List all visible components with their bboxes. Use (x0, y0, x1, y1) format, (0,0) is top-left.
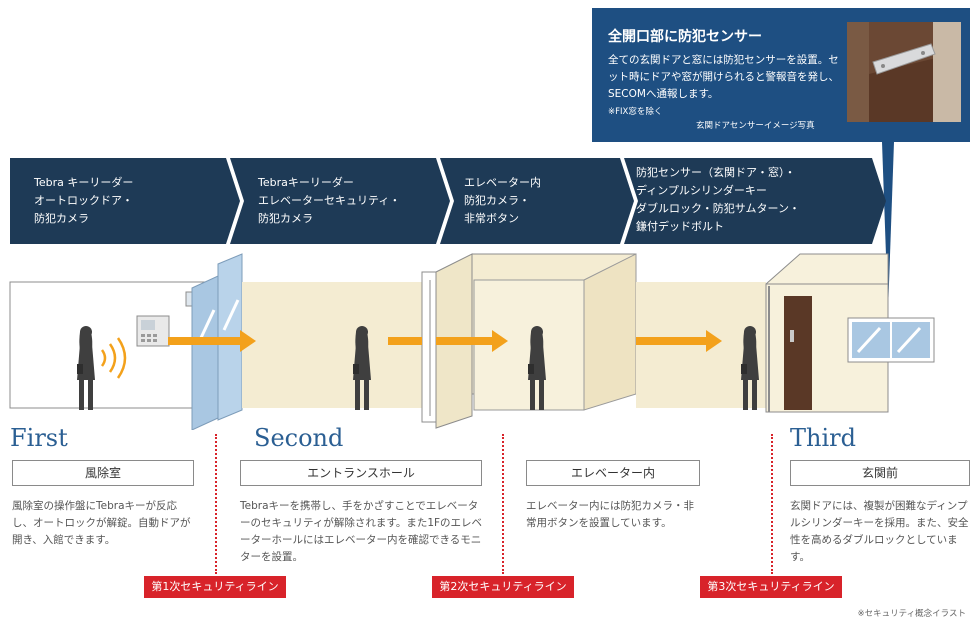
callout-pointer (882, 142, 894, 312)
door-sensor-callout: 全開口部に防犯センサー 全ての玄関ドアと窓には防犯センサーを設置。セット時にドア… (592, 8, 970, 142)
band-step-4: 防犯センサー（玄関ドア・窓）・ ディンプルシリンダーキー ダブルロック・防犯サム… (636, 166, 801, 233)
callout-note: ※FIX窓を除く (608, 107, 663, 117)
description-front-door: 玄関ドアには、複製が困難なディンプルシリンダーキーを採用。また、安全性を高めるダ… (790, 500, 969, 563)
phase-title-first: First (10, 424, 68, 452)
callout-title: 全開口部に防犯センサー (608, 29, 762, 45)
description-entrance-hall: Tebraキーを携帯し、手をかざすことでエレベーターのセキュリティが解除されます… (240, 500, 483, 563)
security-scene-illustration (0, 250, 980, 431)
callout-body: 全ての玄関ドアと窓には防犯センサーを設置。セット時にドアや窓が開けられると警報音… (608, 54, 839, 100)
phase-title-second: Second (254, 424, 344, 452)
area-label-vestibule: 風除室 (12, 460, 194, 486)
security-line-3-marker (771, 434, 773, 574)
phase-title-third: Third (790, 424, 856, 452)
security-line-2-badge: 第2次セキュリティライン (432, 576, 574, 598)
area-label-elevator: エレベーター内 (526, 460, 700, 486)
door-sensor-photo (847, 22, 961, 122)
security-line-1-badge: 第1次セキュリティライン (144, 576, 286, 598)
security-line-3-badge: 第3次セキュリティライン (700, 576, 842, 598)
area-label-entrance-hall: エントランスホール (240, 460, 482, 486)
description-vestibule: 風除室の操作盤にTebraキーが反応し、オートロックが解錠。自動ドアが開き、入館… (12, 500, 191, 546)
security-line-2-marker (502, 434, 504, 574)
band-step-2: Tebraキーリーダー エレベーターセキュリティ・ 防犯カメラ (258, 176, 401, 225)
callout-photo-caption: 玄関ドアセンサーイメージ写真 (696, 121, 815, 131)
area-label-front-door: 玄関前 (790, 460, 970, 486)
description-elevator: エレベーター内には防犯カメラ・非常用ボタンを設置しています。 (526, 500, 694, 529)
band-step-3: エレベーター内 防犯カメラ・ 非常ボタン (464, 176, 541, 225)
security-line-1-marker (215, 434, 217, 574)
band-step-1: Tebra キーリーダー オートロックドア・ 防犯カメラ (34, 176, 134, 225)
illustration-footnote: ※セキュリティ概念イラスト (857, 609, 966, 619)
security-feature-band: Tebra キーリーダー オートロックドア・ 防犯カメラ Tebraキーリーダー… (10, 158, 890, 244)
